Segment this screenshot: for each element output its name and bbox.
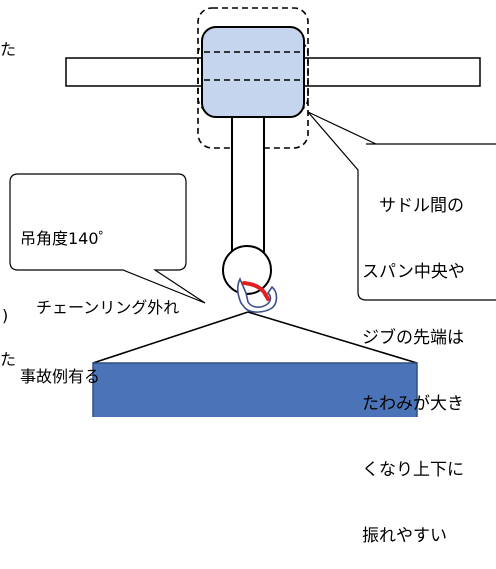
callout-right-line-4: たわみが大き: [362, 394, 464, 414]
edge-fragment-mid: ): [2, 306, 9, 325]
chain-ring: [222, 245, 272, 295]
callout-right-line-6: 振れやすい: [362, 526, 447, 546]
suspended-load: [92, 362, 418, 417]
callout-left-line-1: 吊角度140゜: [20, 229, 115, 248]
sling-right: [247, 311, 418, 364]
crane-rigging-diagram: [9, 7, 496, 417]
callout-right-line-2: スパン中央や: [362, 262, 465, 282]
jib-beam-right: [303, 57, 481, 87]
callout-right-text: サドル間の スパン中央や ジブの先端は たわみが大き くなり上下に 振れやすい: [362, 151, 465, 569]
sling-left: [92, 311, 249, 364]
hanging-strap: [231, 116, 265, 254]
jib-beam-left: [65, 57, 205, 87]
callout-right-bubble: [307, 111, 496, 301]
callout-left-line-3: 事故例有る: [20, 367, 101, 386]
chain-link-red: [242, 281, 270, 301]
edge-fragment-bottom: た: [0, 350, 17, 369]
callout-left-bubble: [9, 173, 206, 304]
edge-fragment-top: た: [0, 40, 17, 59]
hook-outline: [236, 277, 278, 313]
callout-left-text: 吊角度140゜ チェーンリング外れ 事故例有る: [20, 181, 179, 411]
saddle-block: [201, 26, 305, 118]
callout-right-line-5: くなり上下に: [362, 460, 464, 480]
callout-left-line-2: チェーンリング外れ: [20, 298, 180, 317]
callout-right-line-1: サドル間の: [362, 196, 464, 216]
callout-right-line-3: ジブの先端は: [362, 328, 464, 348]
